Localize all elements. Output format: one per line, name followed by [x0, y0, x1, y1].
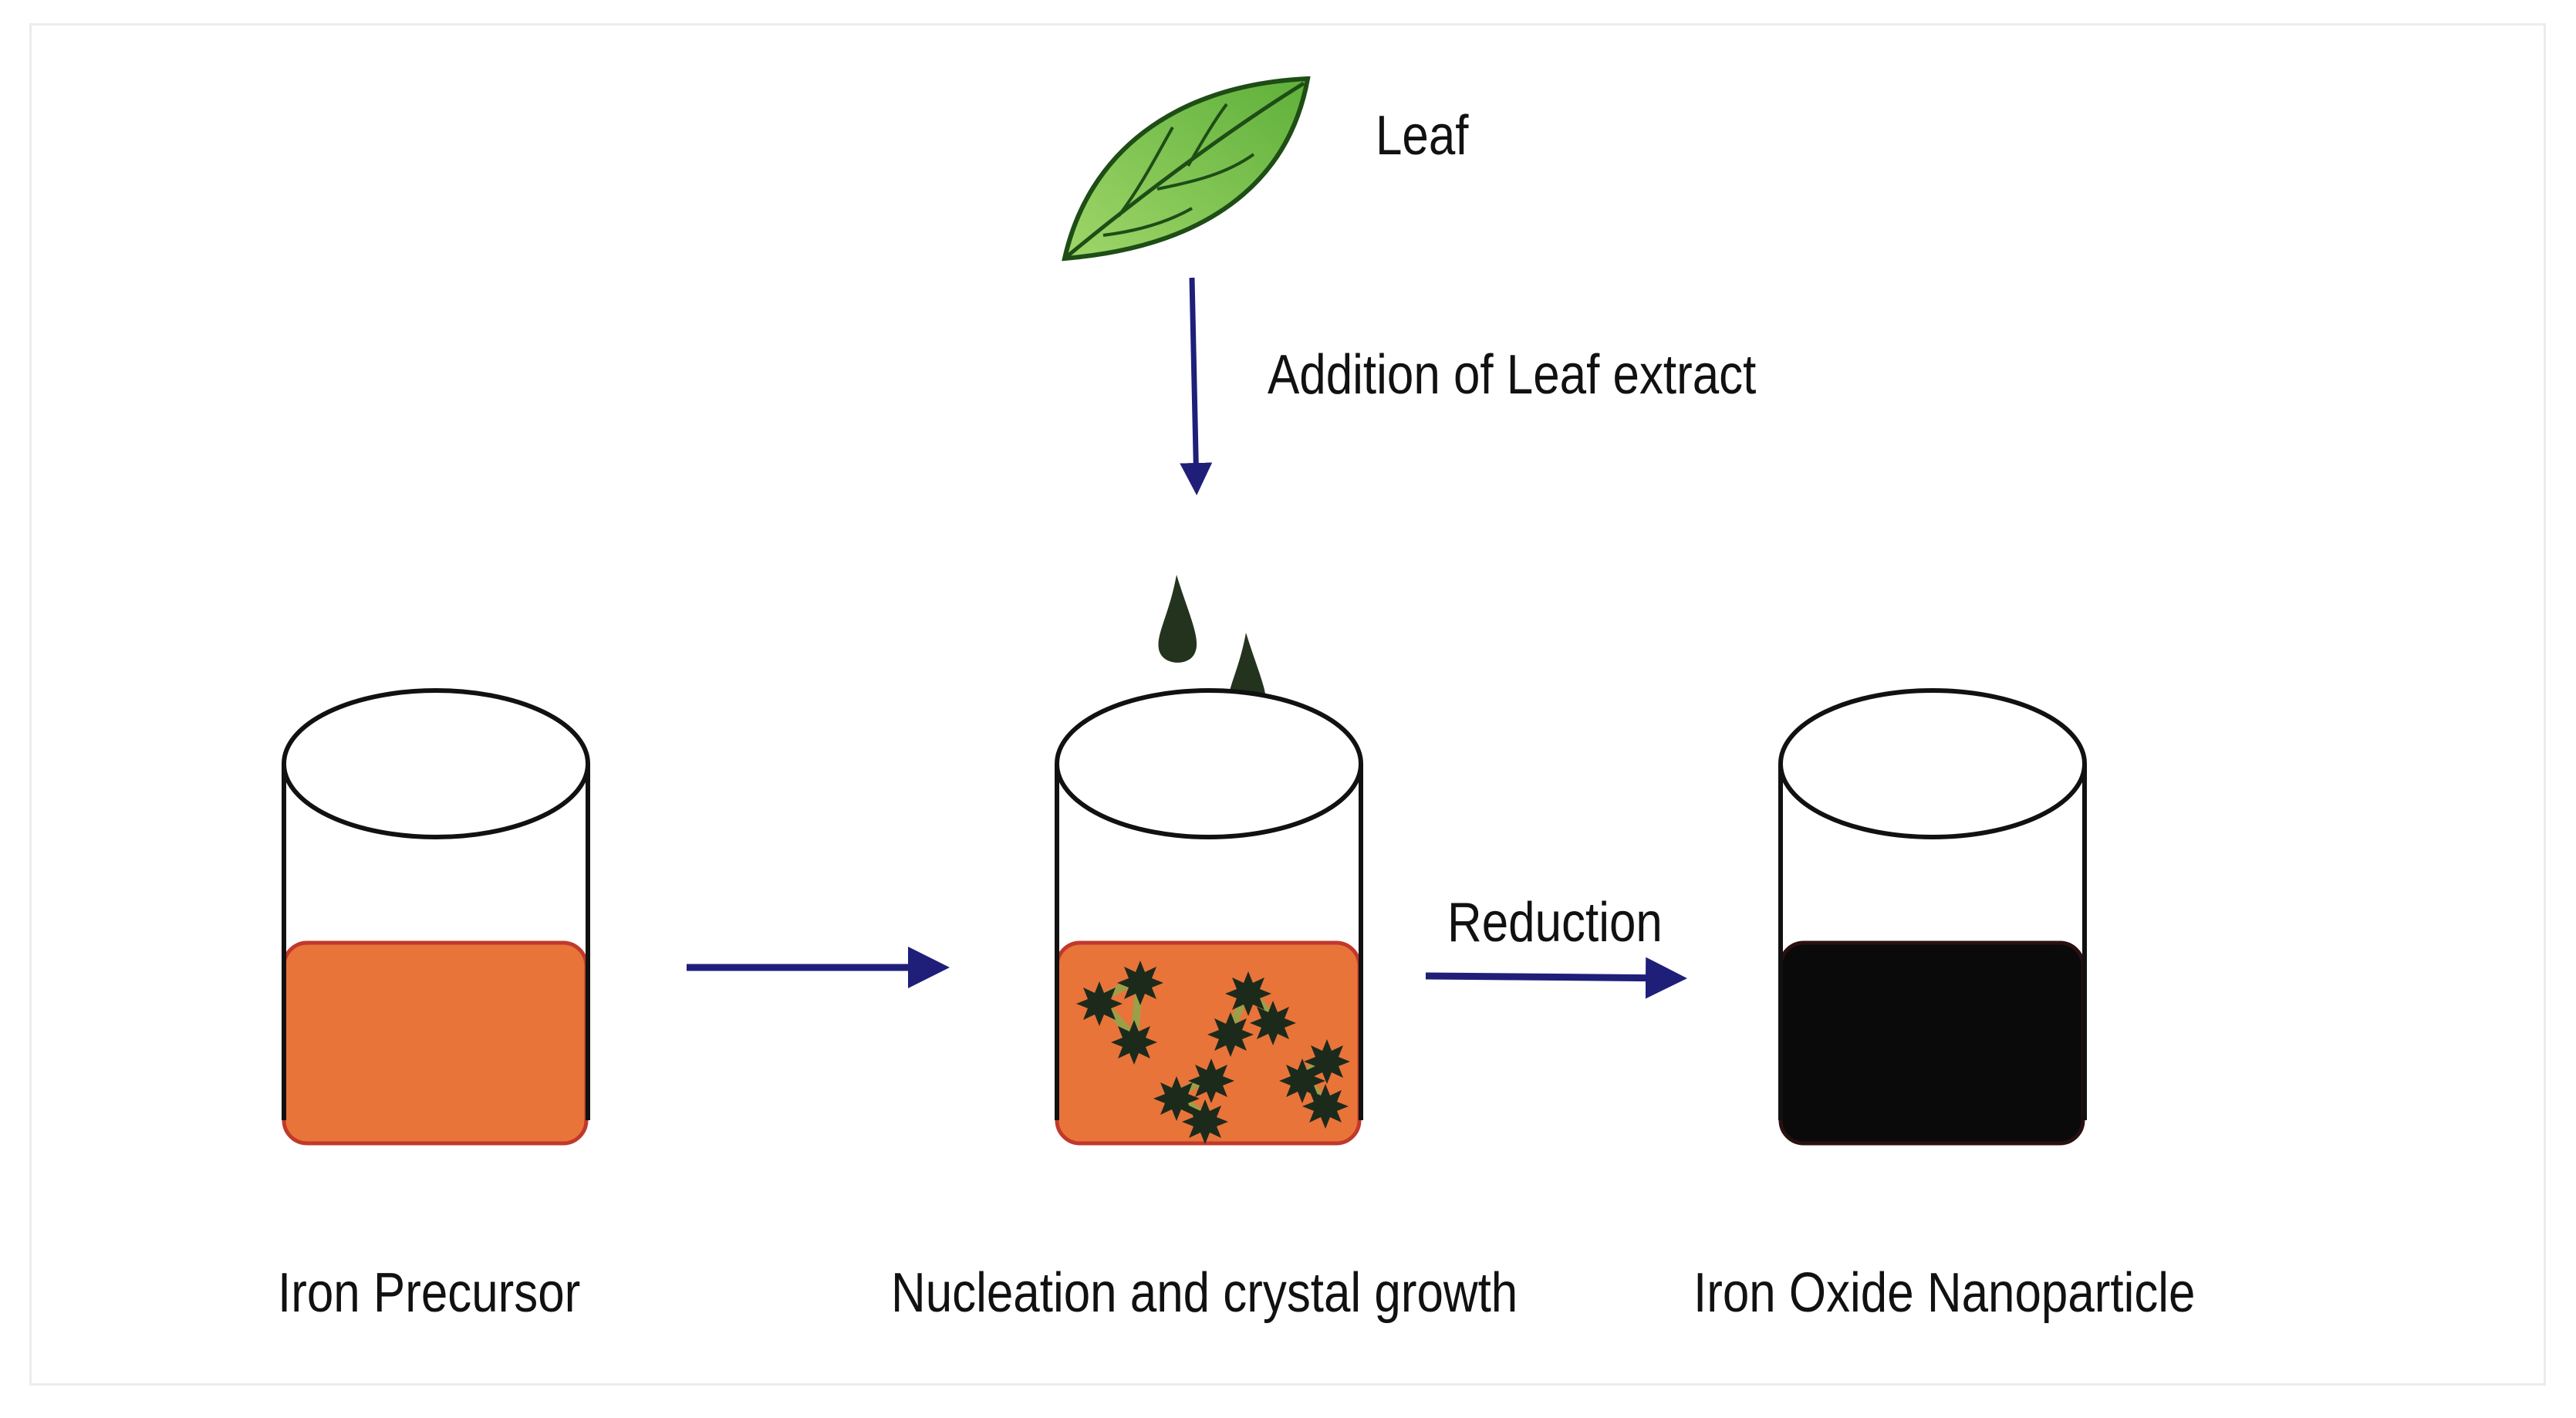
particle [1225, 971, 1271, 1016]
particle-cluster [1153, 1058, 1234, 1144]
particle-cluster [1279, 1039, 1350, 1129]
nanoparticle-liquid [1778, 940, 2085, 1146]
nanoparticle-label: Iron Oxide Nanoparticle [1693, 1262, 2196, 1324]
particle [1207, 1012, 1254, 1057]
nanoparticle-beaker [1778, 688, 2087, 1146]
particle [1188, 1058, 1234, 1103]
particle [1117, 961, 1163, 1005]
reduction-arrow [1425, 957, 1687, 999]
particle [1111, 1020, 1157, 1065]
particle-cluster [1207, 971, 1296, 1057]
reduction-label: Reduction [1447, 892, 1663, 954]
particle [1279, 1058, 1325, 1103]
precursor-liquid [282, 940, 589, 1146]
precursor-label: Iron Precursor [278, 1262, 581, 1324]
particle [1304, 1039, 1350, 1084]
nucleation-beaker [1055, 688, 1363, 1146]
leaf-icon [1062, 76, 1311, 262]
particle [1076, 981, 1123, 1026]
leaf-label: Leaf [1376, 105, 1469, 167]
particle [1250, 1001, 1296, 1045]
nucleation-label: Nucleation and crystal growth [891, 1262, 1518, 1324]
addition-label: Addition of Leaf extract [1268, 344, 1757, 406]
particle [1153, 1076, 1200, 1121]
precursor-beaker [282, 688, 590, 1146]
addition-arrow [1180, 277, 1213, 495]
droplet-icon [1158, 575, 1197, 663]
particle [1182, 1099, 1228, 1144]
particle [1302, 1084, 1349, 1129]
particle-cluster [1076, 961, 1163, 1065]
